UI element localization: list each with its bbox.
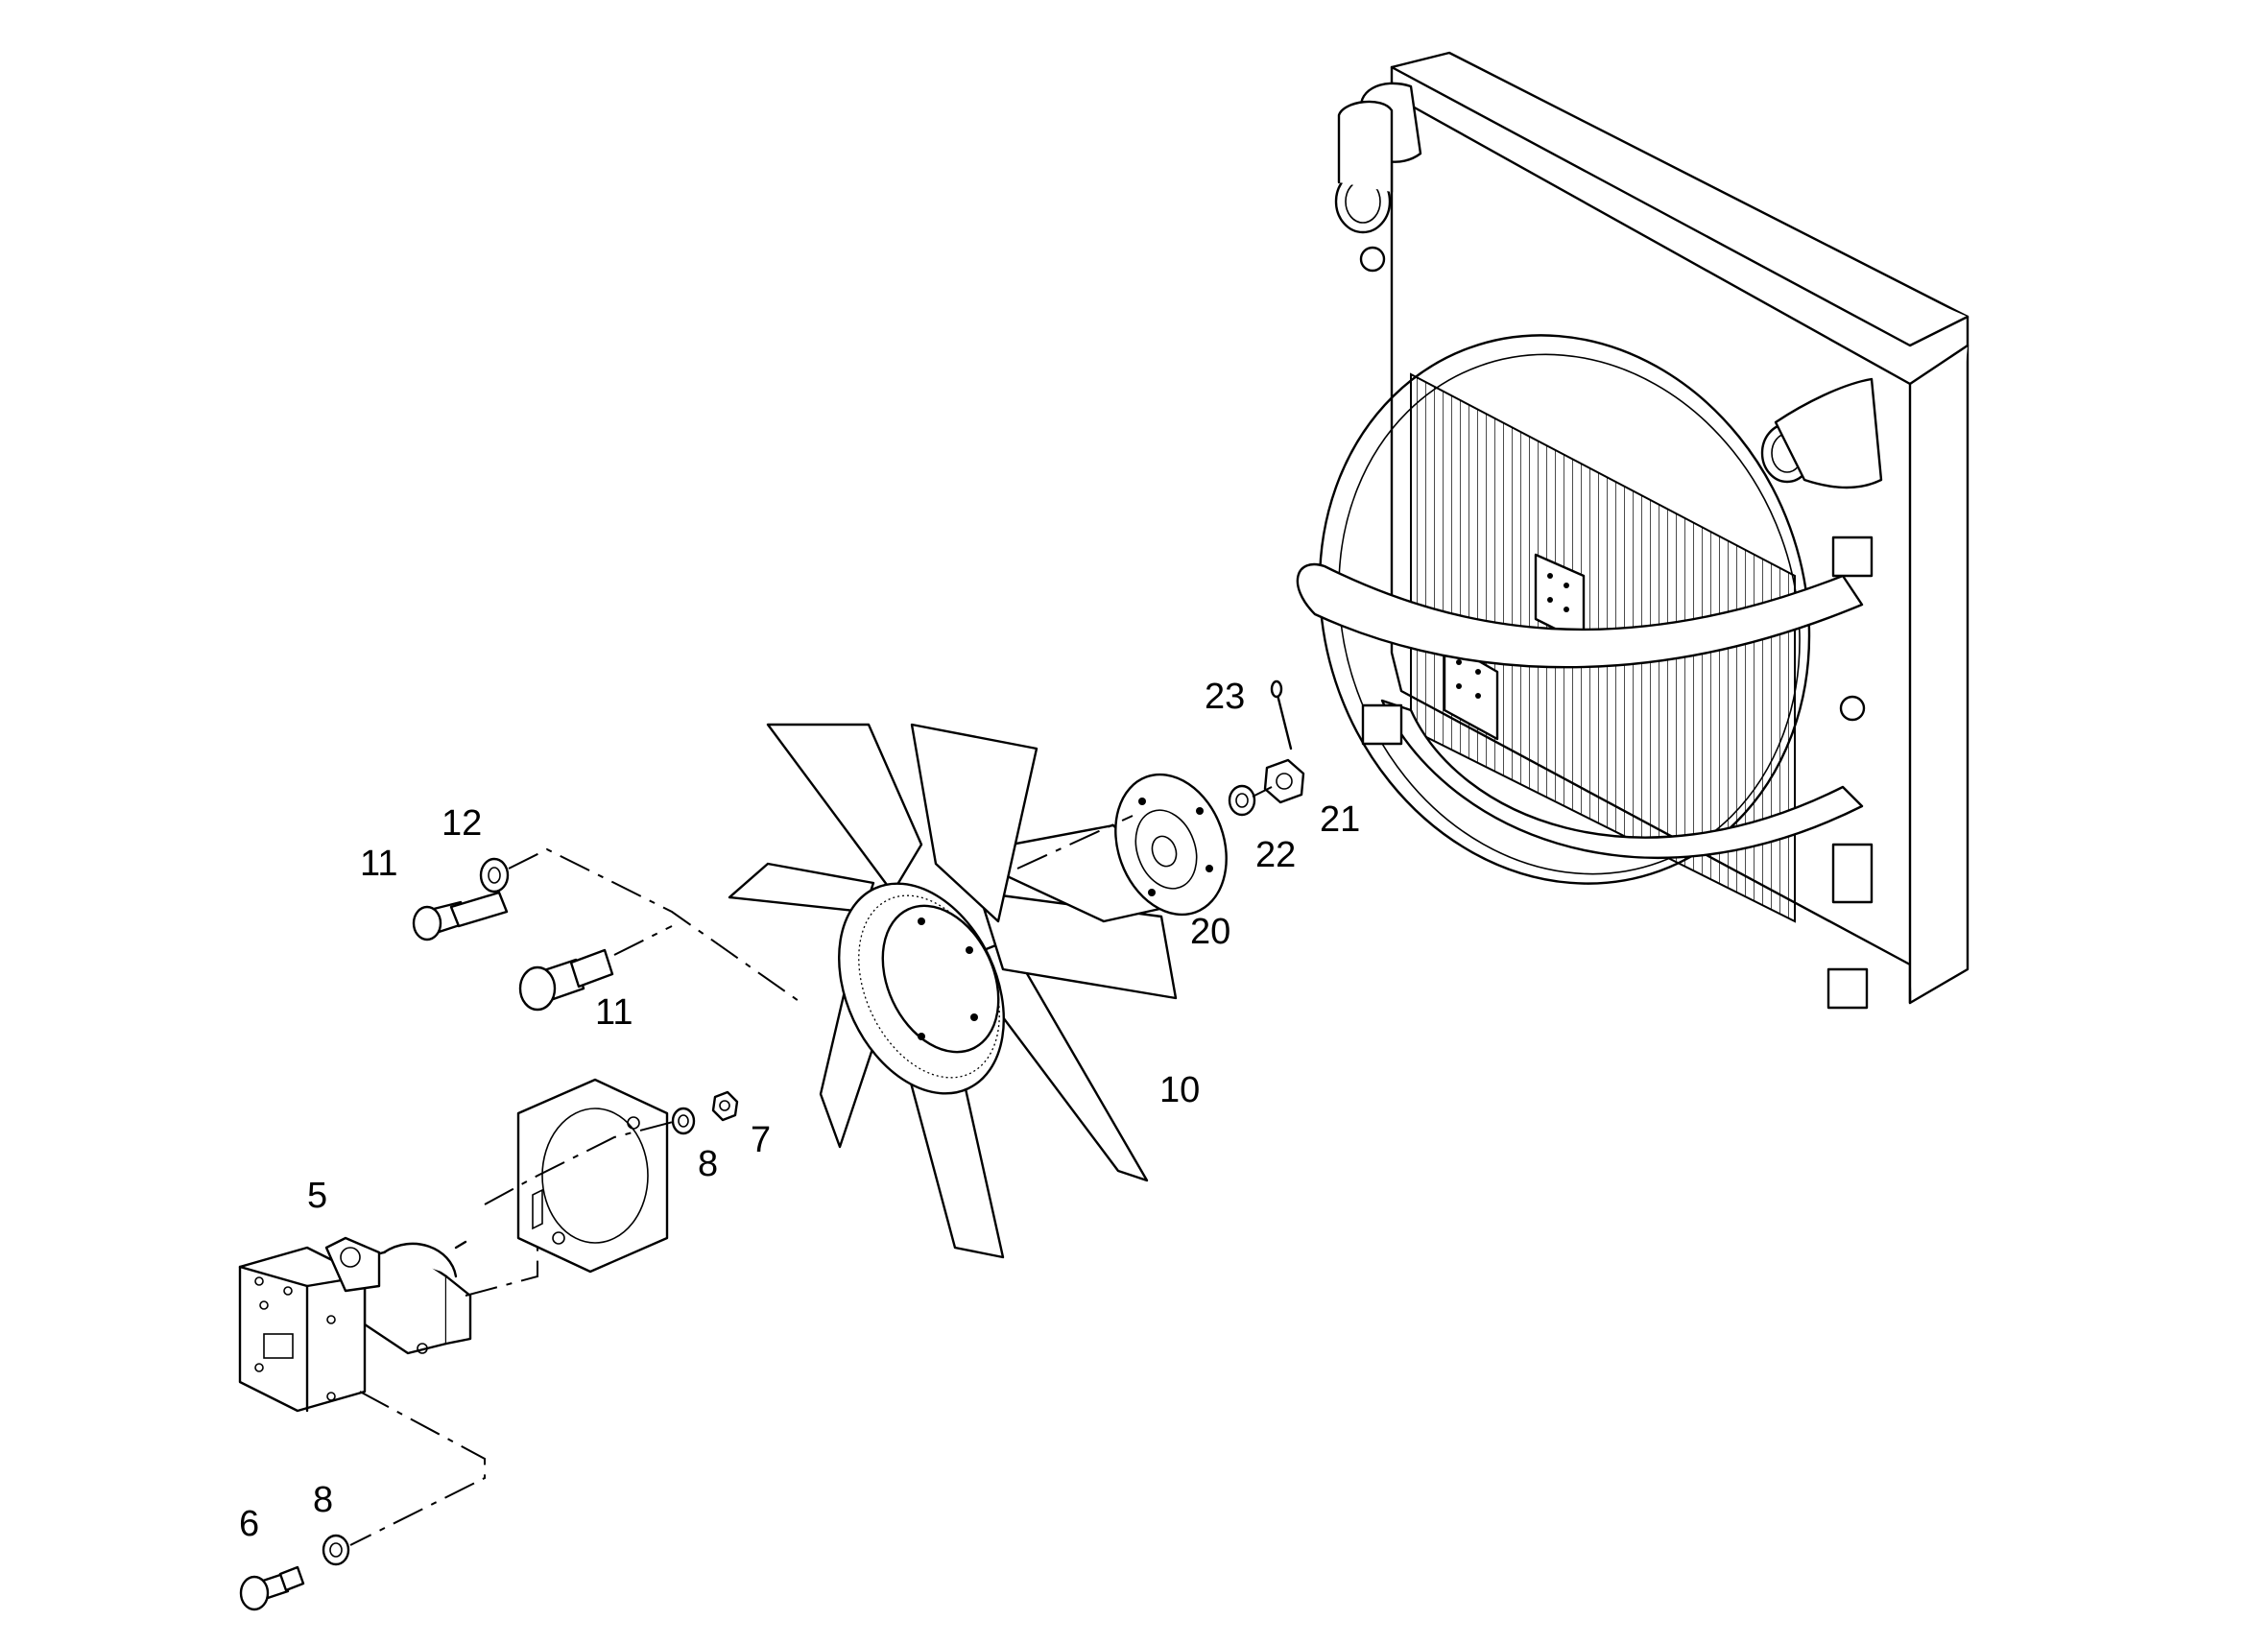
bolt-6-part <box>239 1565 305 1611</box>
fan-blade-assembly <box>728 723 1192 1259</box>
castle-nut-21-part <box>1263 758 1305 804</box>
callout-10: 10 <box>1159 1070 1200 1110</box>
washer-12-part <box>479 857 510 893</box>
callout-8-lower: 8 <box>313 1480 333 1520</box>
callout-11-upper: 11 <box>360 844 397 884</box>
bolt-11-upper-part <box>412 891 509 941</box>
radiator-assembly <box>1296 51 1970 1010</box>
washer-22-part <box>1228 784 1256 817</box>
assembly-lines <box>349 786 1273 1546</box>
callout-20: 20 <box>1190 912 1230 952</box>
washer-8-upper-part <box>671 1107 696 1135</box>
callout-7: 7 <box>751 1120 771 1160</box>
hydraulic-motor-part <box>238 1236 472 1413</box>
washer-8-lower-part <box>322 1534 350 1566</box>
callout-labels: 5 6 8 7 8 10 11 11 12 20 21 22 23 <box>239 677 1360 1544</box>
callout-6: 6 <box>239 1504 259 1544</box>
cotter-pin-23-part <box>1270 679 1293 751</box>
bolt-11-lower-part <box>518 948 614 1012</box>
flange-part <box>1114 773 1228 917</box>
callout-8-upper: 8 <box>698 1144 718 1184</box>
callout-5: 5 <box>307 1176 327 1216</box>
callout-12: 12 <box>442 803 482 844</box>
nut-7-part <box>711 1090 739 1122</box>
callout-23: 23 <box>1205 677 1245 717</box>
callout-22: 22 <box>1255 835 1296 875</box>
callout-11-lower: 11 <box>595 992 633 1033</box>
callout-21: 21 <box>1320 799 1360 840</box>
mounting-plate-part <box>516 1078 669 1274</box>
